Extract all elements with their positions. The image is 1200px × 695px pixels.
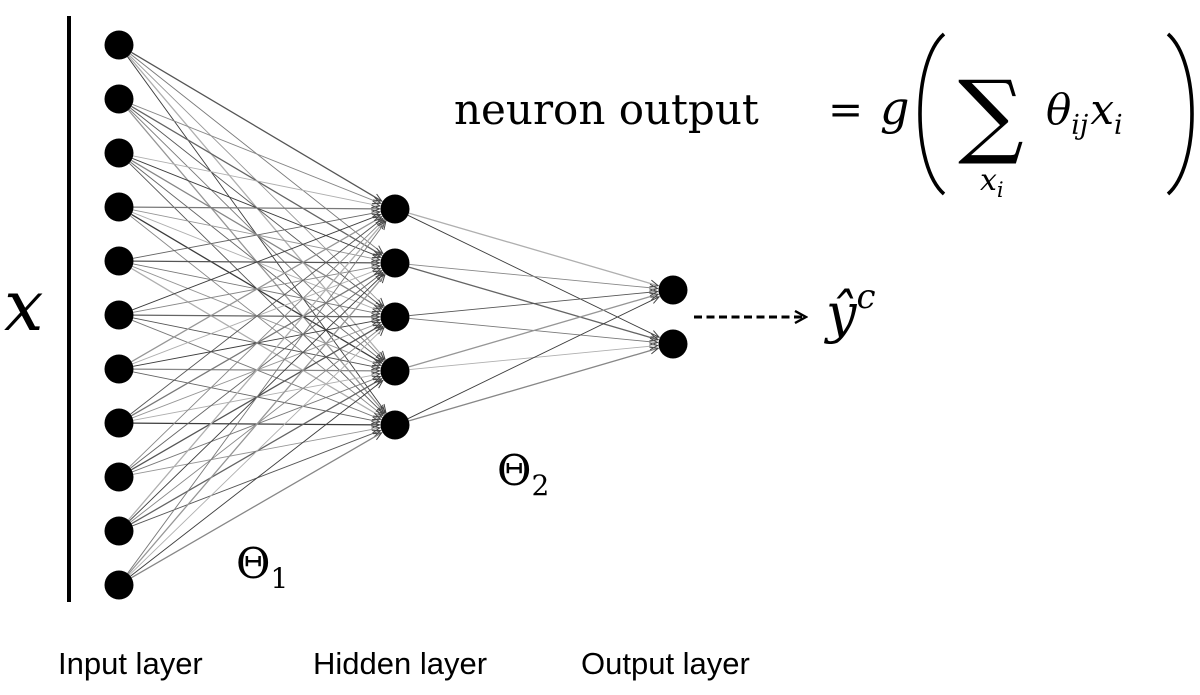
weight-edge-theta-2: [408, 294, 658, 368]
weight-edge-theta-1: [129, 328, 384, 576]
hidden-neuron: [380, 302, 410, 332]
hidden-neuron: [380, 194, 410, 224]
input-neuron: [104, 462, 134, 492]
formula-equals: =: [828, 85, 863, 134]
weight-edge-theta-1: [131, 51, 382, 201]
formula-sum-index-var: x: [980, 163, 997, 198]
input-variable-label: x: [4, 265, 43, 347]
theta-1-symbol: Θ: [236, 539, 270, 588]
input-neuron: [104, 138, 134, 168]
weight-edge-theta-1: [127, 222, 386, 574]
output-prediction-label: ŷc: [824, 277, 876, 345]
formula-x-sub: i: [1114, 110, 1123, 141]
theta-1-label: Θ1: [236, 539, 288, 595]
weight-edge-theta-1: [133, 155, 380, 206]
input-neuron: [104, 246, 134, 276]
neuron-output-formula: neuron output = g ∑ xi θijxi: [454, 32, 1194, 202]
formula-theta-sub: ij: [1071, 110, 1088, 141]
weight-edge-theta-2: [407, 297, 659, 420]
hidden-neuron: [380, 410, 410, 440]
output-layer-label: Output layer: [581, 646, 750, 681]
input-neuron: [104, 84, 134, 114]
weight-edge-theta-1: [130, 219, 383, 415]
hidden-neuron: [380, 248, 410, 278]
theta-2-symbol: Θ: [497, 446, 531, 495]
weight-edge-theta-1: [131, 433, 382, 579]
weight-edge-theta-1: [131, 217, 382, 363]
formula-lhs: neuron output: [454, 85, 759, 134]
weight-edge-theta-1: [132, 215, 381, 311]
output-superscript: c: [857, 277, 876, 317]
input-neuron: [104, 30, 134, 60]
input-neuron: [104, 516, 134, 546]
weight-edge-theta-1: [133, 207, 380, 209]
weight-edge-theta-1: [133, 212, 380, 259]
formula-function: g: [880, 81, 909, 135]
input-neuron: [104, 354, 134, 384]
formula-term: θijxi: [1046, 85, 1123, 141]
formula-left-paren: [918, 32, 946, 196]
hidden-layer-label: Hidden layer: [313, 646, 488, 681]
input-layer-label: Input layer: [58, 646, 203, 681]
weight-edge-theta-1: [130, 381, 383, 577]
weight-edge-theta-1: [129, 220, 384, 468]
weight-edge-theta-2: [408, 348, 658, 422]
theta-1-subscript: 1: [270, 562, 288, 595]
output-neuron: [658, 329, 688, 359]
weight-edge-theta-2: [409, 263, 657, 288]
weight-edge-theta-2: [408, 212, 658, 286]
theta-2-subscript: 2: [531, 469, 549, 502]
formula-theta: θ: [1046, 85, 1071, 134]
input-hidden-connections: [127, 51, 386, 579]
formula-x: x: [1090, 85, 1114, 134]
weight-edge-theta-2: [409, 292, 657, 317]
formula-sum-index-sub: i: [997, 178, 1004, 202]
output-layer-neurons: [658, 275, 688, 359]
input-neuron: [104, 300, 134, 330]
hidden-output-connections: [407, 212, 659, 422]
input-neuron: [104, 408, 134, 438]
hidden-layer-neurons: [380, 194, 410, 440]
input-neuron: [104, 192, 134, 222]
input-layer-neurons: [104, 30, 134, 600]
weight-edge-theta-1: [127, 221, 385, 521]
formula-sum-symbol: ∑: [958, 61, 1024, 168]
formula-right-paren: [1166, 32, 1194, 196]
theta-2-label: Θ2: [497, 446, 549, 502]
formula-sum-index: xi: [980, 163, 1004, 202]
hidden-neuron: [380, 356, 410, 386]
output-symbol: ŷ: [824, 282, 858, 345]
output-neuron: [658, 275, 688, 305]
input-neuron: [104, 570, 134, 600]
weight-edge-theta-1: [132, 103, 381, 203]
weight-edge-theta-1: [127, 275, 385, 575]
